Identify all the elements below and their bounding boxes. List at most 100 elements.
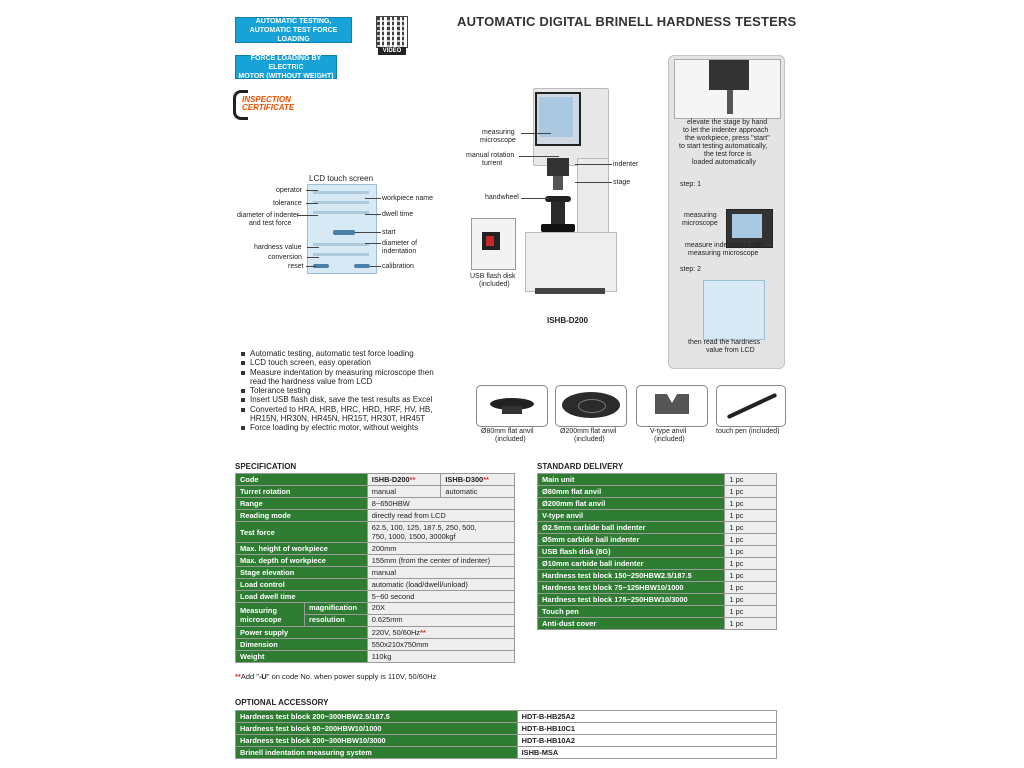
mag-value: 20X (367, 603, 514, 615)
spec-value: directly read from LCD (366, 509, 516, 522)
lcd-label-diameter-indenter: diameter of indenter (237, 212, 300, 219)
delivery-key: V-type anvil (536, 509, 726, 522)
badge-line: AUTOMATIC TEST FORCE LOADING (249, 26, 338, 43)
spec-key: Reading mode (235, 509, 368, 522)
delivery-key: Ø5mm carbide ball indenter (536, 533, 726, 546)
step-1-label: step: 1 (680, 181, 702, 188)
feature-item: Tolerance testing (240, 386, 434, 395)
spec-value: manual (366, 566, 516, 579)
accessory-included: (included) (654, 436, 685, 443)
step-text-line: the test force is (704, 151, 752, 158)
spec-value: automatic (440, 485, 515, 498)
lcd-label-calibration: calibration (382, 263, 414, 270)
code-a-stars: ** (409, 475, 416, 484)
spec-value: 750, 1000, 1500, 3000kgf (371, 532, 456, 541)
code-a: ISHB-D200 (371, 475, 410, 484)
spec-heading: SPECIFICATION (235, 462, 297, 471)
lcd-screen-image (307, 184, 377, 274)
accessory-v-anvil-image (636, 385, 708, 427)
feature-list: Automatic testing, automatic test force … (240, 349, 434, 433)
accessory-included: (included) (574, 436, 605, 443)
power-note: **Add "-U" on code No. when power supply… (235, 672, 436, 681)
spec-key: Load dwell time (235, 590, 368, 603)
spec-value: 8~650HBW (366, 497, 516, 510)
spec-key: Max. height of workpiece (235, 542, 368, 555)
delivery-key: Hardness test block 175~250HBW10/3000 (536, 593, 726, 606)
spec-key: Weight (235, 650, 368, 663)
lcd-label-dwell-time: dwell time (382, 211, 414, 218)
code-b: ISHB-D300 (445, 475, 484, 484)
res-label: resolution (309, 615, 345, 624)
step-ms-microscope: microscope (682, 220, 718, 227)
spec-key: Power supply (235, 626, 368, 639)
lcd-label-conversion: conversion (268, 254, 302, 261)
feature-item: Force loading by electric motor, without… (240, 423, 434, 432)
step-text-line: elevate the stage by hand (687, 119, 768, 126)
usb-included: (included) (479, 281, 510, 288)
delivery-value: 1 pc (724, 569, 777, 582)
machine-label-microscope: microscope (480, 137, 516, 144)
delivery-value: 1 pc (724, 509, 777, 522)
spec-value: 200mm (366, 542, 516, 555)
lcd-label-hardness-value: hardness value (254, 244, 302, 251)
micro-label: Measuring (240, 605, 277, 615)
delivery-value: 1 pc (724, 581, 777, 594)
lcd-label-reset: reset (288, 263, 304, 270)
note-stars: ** (235, 672, 241, 681)
lcd-label-test-force: and test force (249, 220, 292, 227)
step-2-label: step: 2 (680, 266, 702, 273)
table-row: Measuring microscope magnification resol… (235, 602, 516, 627)
power-stars: ** (419, 628, 426, 637)
optional-value: HDT-B-HB10A2 (516, 734, 778, 747)
optional-key: Hardness test block 90~200HBW10/1000 (235, 722, 518, 735)
optional-key: Hardness test block 200~300HBW2.5/187.5 (235, 710, 518, 723)
spec-key: Stage elevation (235, 566, 368, 579)
optional-value: ISHB-MSA (516, 746, 778, 759)
micro-label: microscope (240, 614, 282, 624)
accessory-label: Ø80mm flat anvil (481, 428, 534, 435)
step-text-line: to start testing automatically, (679, 143, 768, 150)
badge-line: FORCE LOADING BY ELECTRIC (250, 54, 322, 71)
video-label: VIDEO (378, 47, 406, 55)
certificate-line: CERTIFICATE (242, 103, 295, 112)
delivery-value: 1 pc (724, 533, 777, 546)
spec-table: Code ISHB-D200** ISHB-D300** Turret rota… (235, 473, 516, 663)
spec-key: Dimension (235, 638, 368, 651)
spec-value: 62.5, 100, 125, 187.5, 250, 500, (371, 523, 477, 532)
auto-testing-badge: AUTOMATIC TESTING, AUTOMATIC TEST FORCE … (235, 17, 352, 43)
feature-item: Automatic testing, automatic test force … (240, 349, 434, 358)
delivery-key: Hardness test block 75~125HBW10/1000 (536, 581, 726, 594)
lcd-label-indentation: indentation (382, 248, 417, 255)
step-text-line: then read the hardness (688, 339, 760, 346)
spec-value: automatic (load/dwell/unload) (366, 578, 516, 591)
delivery-key: Touch pen (536, 605, 726, 618)
accessory-80mm-anvil-image (476, 385, 548, 427)
step-text-line: measure indentation with (685, 242, 763, 249)
machine-label-measuring: measuring (482, 129, 515, 136)
step-text-line: loaded automatically (692, 159, 756, 166)
delivery-key: Hardness test block 150~250HBW2.5/187.5 (536, 569, 726, 582)
steps-panel (668, 55, 785, 369)
spec-key: Max. depth of workpiece (235, 554, 368, 567)
page-title: AUTOMATIC DIGITAL BRINELL HARDNESS TESTE… (457, 14, 797, 29)
feature-item: Insert USB flash disk, save the test res… (240, 395, 434, 404)
badge-line: AUTOMATIC TESTING, (255, 17, 332, 25)
